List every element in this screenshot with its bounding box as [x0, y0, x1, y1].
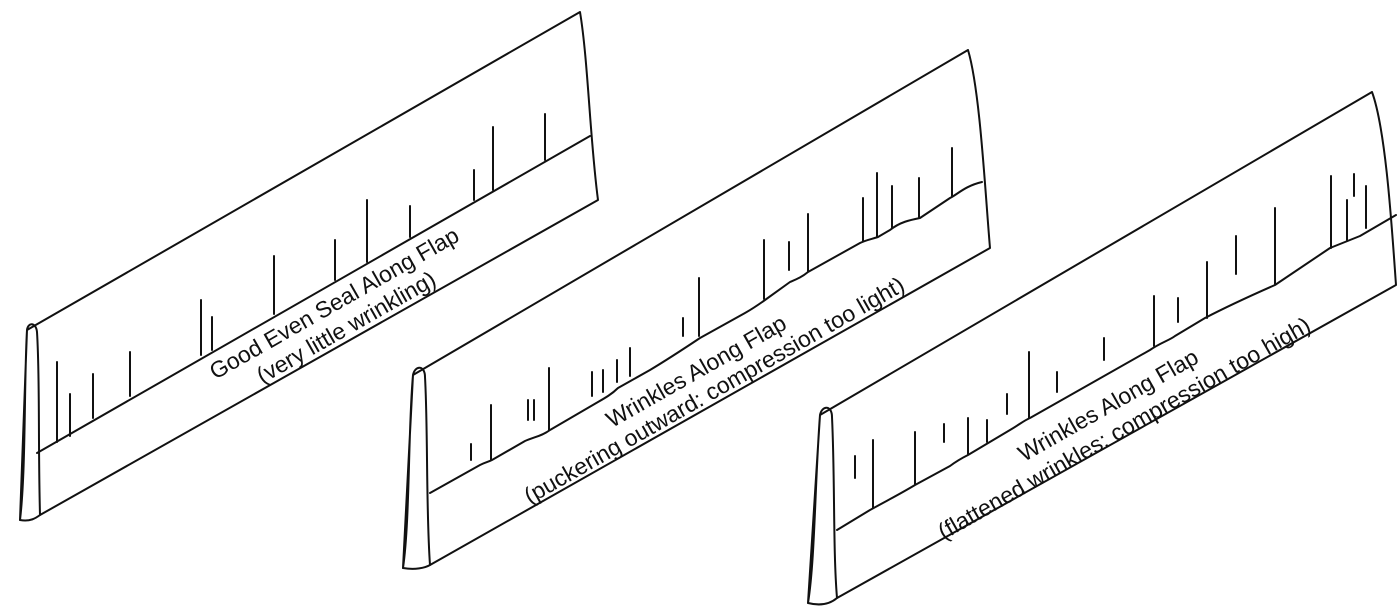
panel-good-seal-wrinkles: [56, 113, 546, 443]
panel-good-seal-outline: [19, 11, 599, 521]
panel-puckering-wrinkles: [470, 147, 953, 461]
panel-puckering-outline: [402, 49, 991, 569]
panel-puckering-flap-bottom: [402, 564, 431, 570]
panel-flattened-flap-crease: [836, 214, 1397, 531]
panel-good-seal-flap-crease: [36, 135, 591, 454]
panel-flattened-wrinkles: [854, 173, 1367, 509]
panel-flattened-outline: [807, 91, 1397, 604]
panel-puckering-flap-crease: [429, 181, 983, 494]
panel-good-seal-flap-bottom: [19, 514, 41, 522]
panel-flattened-flap-bottom: [807, 597, 838, 606]
